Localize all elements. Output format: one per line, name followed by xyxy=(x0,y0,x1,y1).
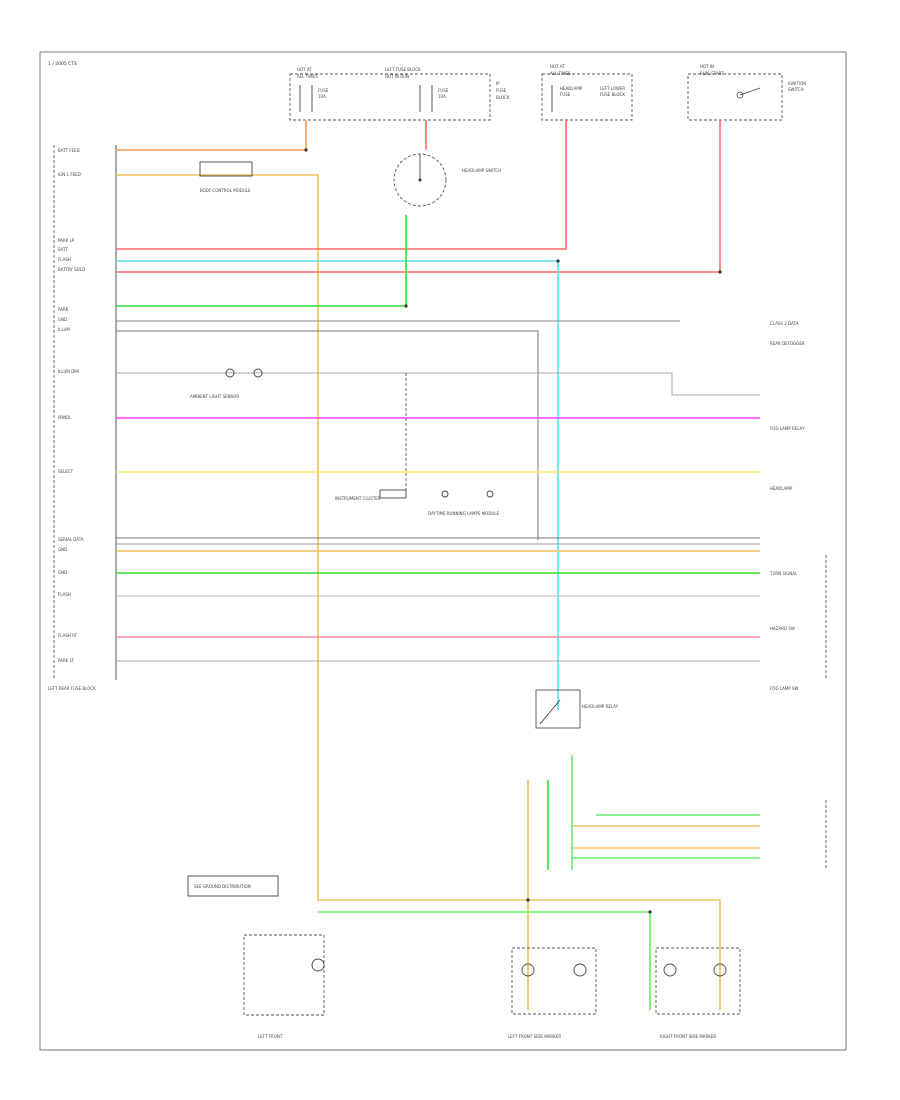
svg-text:FOG LAMP RELAY: FOG LAMP RELAY xyxy=(770,426,805,431)
svg-text:PARK LP: PARK LP xyxy=(58,238,75,243)
corner-label: 1 / 2005 CTS xyxy=(48,61,77,67)
wire-gray-illumdim xyxy=(116,372,760,396)
svg-text:ILLUM DIM: ILLUM DIM xyxy=(58,369,79,374)
svg-text:HOT AT: HOT AT xyxy=(550,64,565,69)
svg-text:BATTRY SOLD: BATTRY SOLD xyxy=(58,267,85,272)
svg-text:PARK LT: PARK LT xyxy=(58,658,74,663)
left-module: LEFT REAR FUSE BLOCK xyxy=(48,145,117,691)
svg-text:FUSE: FUSE xyxy=(560,92,571,97)
svg-text:IGN 1 FEED: IGN 1 FEED xyxy=(58,172,81,177)
svg-text:DAYTIME RUNNING LAMPS MODULE: DAYTIME RUNNING LAMPS MODULE xyxy=(428,511,500,516)
top-right-fuse-box: HOT IN RUN, START IGNITION SWITCH xyxy=(687,64,806,121)
center-connector: INSTRUMENT CLUSTER DAYTIME RUNNING LAMPS… xyxy=(335,489,500,516)
svg-text:FOG LAMP SW: FOG LAMP SW xyxy=(770,686,799,691)
svg-text:LEFT LOWER: LEFT LOWER xyxy=(600,86,625,91)
svg-text:PARK: PARK xyxy=(58,307,69,312)
left-pin-labels: BATT FEED IGN 1 FEED PARK LP BATT FLASH … xyxy=(58,148,85,663)
svg-text:FLASH: FLASH xyxy=(58,257,71,262)
svg-text:GND: GND xyxy=(58,317,67,322)
svg-text:HEADLAMP RELAY: HEADLAMP RELAY xyxy=(582,704,619,709)
svg-text:BLOCK: BLOCK xyxy=(496,95,510,100)
diagram-frame xyxy=(39,51,847,1051)
svg-text:FUSE: FUSE xyxy=(496,88,507,93)
svg-text:HOT IN RUN: HOT IN RUN xyxy=(385,74,409,79)
svg-text:FLASH RT: FLASH RT xyxy=(58,633,78,638)
svg-text:FUSE BLOCK: FUSE BLOCK xyxy=(600,92,625,97)
right-switch-stack: CLASS 2 DATA REAR DEFOGGER FOG LAMP RELA… xyxy=(769,321,827,870)
left-front-marker: LEFT FRONT SIDE MARKER xyxy=(508,947,597,1039)
svg-text:RUN, START: RUN, START xyxy=(700,71,724,76)
svg-text:ILLUM: ILLUM xyxy=(58,327,70,332)
svg-text:CLASS 2 DATA: CLASS 2 DATA xyxy=(770,321,799,326)
svg-text:ALL TIMES: ALL TIMES xyxy=(297,74,318,79)
svg-text:GND: GND xyxy=(58,570,67,575)
bcm-inner-box: BODY CONTROL MODULE xyxy=(199,161,253,193)
ground-note: SEE GROUND DISTRIBUTION xyxy=(187,875,279,897)
svg-text:AMBIENT LIGHT SENSOR: AMBIENT LIGHT SENSOR xyxy=(190,394,239,399)
top-mid-fuse-box: HOT AT ALL TIMES HEADLAMP FUSE LEFT LOWE… xyxy=(541,64,633,121)
headlamp-switch: HEADLAMP SWITCH xyxy=(393,153,501,207)
svg-text:ALL TIMES: ALL TIMES xyxy=(550,71,571,76)
svg-text:SWITCH: SWITCH xyxy=(788,87,804,92)
wire-lime-bottom xyxy=(318,911,651,1010)
svg-text:BATT: BATT xyxy=(58,247,69,252)
svg-text:REAR DEFOGGER: REAR DEFOGGER xyxy=(770,341,805,346)
svg-text:10A: 10A xyxy=(438,94,446,99)
svg-text:LEFT FUSE BLOCK: LEFT FUSE BLOCK xyxy=(385,67,421,72)
svg-text:RIGHT FRONT SIDE MARKER: RIGHT FRONT SIDE MARKER xyxy=(660,1034,716,1039)
svg-text:IP: IP xyxy=(496,81,500,86)
svg-text:IGNITION: IGNITION xyxy=(788,81,806,86)
svg-text:SEE GROUND DISTRIBUTION: SEE GROUND DISTRIBUTION xyxy=(194,884,251,889)
svg-text:GND: GND xyxy=(58,547,67,552)
svg-text:HEADLAMP: HEADLAMP xyxy=(770,486,793,491)
wire-cyan-flash xyxy=(116,260,559,710)
svg-text:SELECT: SELECT xyxy=(58,469,74,474)
right-front-marker: RIGHT FRONT SIDE MARKER xyxy=(655,947,741,1039)
left-front-lamp: LEFT FRONT xyxy=(243,934,325,1039)
svg-text:SERIAL DATA: SERIAL DATA xyxy=(58,537,84,542)
headlamp-relay: HEADLAMP RELAY xyxy=(535,689,619,729)
svg-text:BATT FEED: BATT FEED xyxy=(58,148,80,153)
svg-text:10A: 10A xyxy=(318,94,326,99)
svg-text:HOT IN: HOT IN xyxy=(700,64,714,69)
svg-text:HEADLAMP SWITCH: HEADLAMP SWITCH xyxy=(462,168,501,173)
svg-text:FLASH: FLASH xyxy=(58,592,71,597)
ambient-light-sensor: AMBIENT LIGHT SENSOR xyxy=(190,368,263,399)
wire-black-illum xyxy=(116,330,539,540)
wire-orange-batt xyxy=(116,120,307,151)
svg-text:LEFT FRONT SIDE MARKER: LEFT FRONT SIDE MARKER xyxy=(508,1034,561,1039)
wire-tan-ign xyxy=(116,174,721,1010)
svg-text:INSTRUMENT CLUSTER: INSTRUMENT CLUSTER xyxy=(335,496,381,501)
svg-text:LEFT FRONT: LEFT FRONT xyxy=(258,1034,283,1039)
top-left-fuse-box: HOT AT ALL TIMES LEFT FUSE BLOCK HOT IN … xyxy=(289,67,510,121)
svg-text:FUSE: FUSE xyxy=(438,88,449,93)
wire-red-headlamp xyxy=(116,120,567,250)
svg-text:HAZARD SW: HAZARD SW xyxy=(770,626,795,631)
svg-text:HOT AT: HOT AT xyxy=(297,67,312,72)
svg-text:PRNDL: PRNDL xyxy=(58,415,72,420)
svg-text:LEFT REAR FUSE BLOCK: LEFT REAR FUSE BLOCK xyxy=(48,686,96,691)
svg-text:BODY CONTROL MODULE: BODY CONTROL MODULE xyxy=(200,188,251,193)
svg-text:FUSE: FUSE xyxy=(318,88,329,93)
svg-text:TURN SIGNAL: TURN SIGNAL xyxy=(769,571,798,576)
svg-text:HEADLAMP: HEADLAMP xyxy=(560,86,583,91)
